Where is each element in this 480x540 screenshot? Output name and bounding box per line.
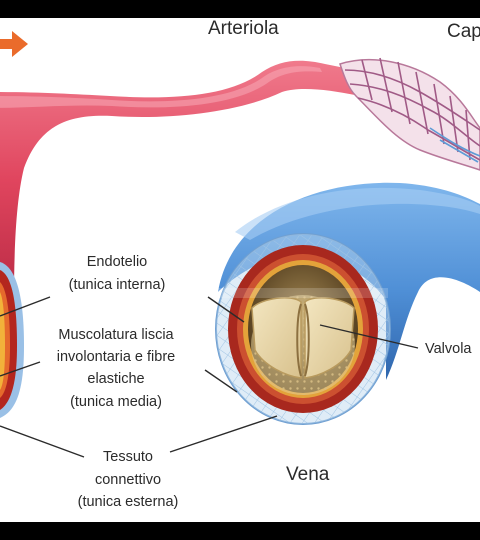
right-arrow-icon <box>0 31 28 57</box>
leader-endothelium-artery <box>0 296 51 317</box>
label-vein: Vena <box>286 464 330 485</box>
leader-lines <box>0 296 419 458</box>
leader-connective-vein <box>169 415 278 453</box>
label-arteriole: Arteriola <box>208 18 279 39</box>
valve-leaflet-right <box>304 296 355 379</box>
bottom-frame-band <box>0 522 480 540</box>
leader-valve <box>319 324 419 349</box>
leader-media-vein <box>204 369 238 393</box>
label-muscle-line1: Muscolatura liscia <box>58 327 174 343</box>
label-connective-line1: Tessuto <box>103 449 153 465</box>
vein-cross-section <box>215 233 391 425</box>
label-capillaries: Cap <box>447 21 480 42</box>
leader-endothelium-vein <box>207 296 245 323</box>
leader-media-artery <box>0 361 41 377</box>
label-valve: Valvola <box>425 341 472 357</box>
leader-connective-artery <box>0 425 85 458</box>
label-connective-line3: (tunica esterna) <box>78 494 179 510</box>
label-endothelium-title: Endotelio <box>87 254 147 270</box>
vein-tube <box>218 182 480 380</box>
top-frame-band <box>0 0 480 18</box>
label-muscle-line4: (tunica media) <box>70 394 162 410</box>
label-endothelium-subtitle: (tunica interna) <box>69 277 166 293</box>
label-muscle-line3: elastiche <box>87 371 144 387</box>
label-connective-line2: connettivo <box>95 472 161 488</box>
label-muscle-line2: involontaria e fibre <box>57 349 176 365</box>
arteriole-tube <box>0 60 355 300</box>
valve-leaflet-left <box>251 296 302 379</box>
capillary-network <box>339 57 480 171</box>
